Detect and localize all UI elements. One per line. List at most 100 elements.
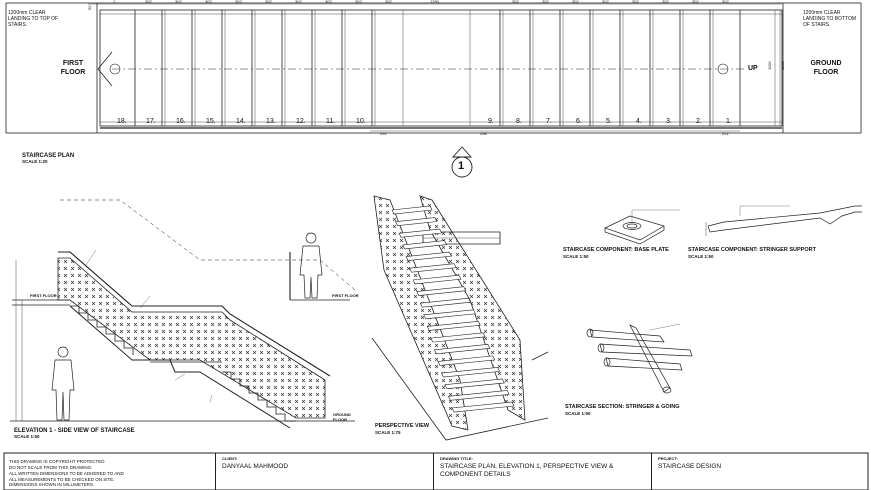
perspective-tread: [433, 344, 491, 355]
perspective-title: PERSPECTIVE VIEW: [375, 423, 430, 429]
stringer-section-linework: [586, 323, 693, 394]
perspective-tread: [448, 390, 510, 401]
top-dim-left-1: 1: [113, 0, 116, 4]
base-plate-linework: [604, 209, 680, 245]
step-number: 11.: [326, 118, 336, 125]
drawing-title-label: DRAWING TITLE:: [440, 456, 473, 461]
drawing-title: STAIRCASE PLAN, ELEVATION 1, PERSPECTIVE…: [440, 463, 614, 478]
client-label: CLIENT:: [222, 456, 238, 461]
title-block-drawing-title-cell: DRAWING TITLE: STAIRCASE PLAN, ELEVATION…: [434, 453, 652, 490]
top-dim-right-0: 302: [512, 0, 519, 4]
bottom-dim-3: 221: [722, 131, 729, 136]
step-number: 17.: [146, 118, 156, 125]
step-number: 10.: [356, 118, 366, 125]
top-dim-right-2: 302: [572, 0, 579, 4]
top-dim-left-6: 302: [265, 0, 272, 4]
perspective-tread: [451, 401, 515, 413]
stringer-support-linework: [705, 205, 862, 236]
plan-scale: SCALE 1:20: [22, 159, 48, 164]
section-marker-number: 1: [458, 160, 465, 172]
landing-top-note: 1200mm CLEAR LANDING TO TOP OF STAIRS.: [8, 10, 59, 28]
elevation-scale: SCALE 1:50: [14, 434, 40, 439]
perspective-tread: [409, 263, 457, 273]
elev-ground-floor-tag: GROUND FLOOR: [333, 412, 351, 422]
plan-title: STAIRCASE PLAN: [22, 153, 75, 159]
perspective-tread: [426, 320, 481, 331]
bottom-dim-1: 292: [380, 131, 387, 136]
staircase-plan-linework: [5, 2, 862, 134]
elevation-title: ELEVATION 1 - SIDE VIEW OF STAIRCASE: [14, 428, 135, 434]
top-dim-centre: 1250: [430, 0, 439, 4]
step-number: 5.: [606, 118, 612, 125]
ground-floor-label: GROUND FLOOR: [810, 60, 842, 76]
perspective-tread: [444, 378, 505, 390]
elevation-linework: [10, 199, 356, 429]
scale-figure-elevation-left: [51, 346, 75, 421]
perspective-tread: [395, 217, 438, 226]
up-label: UP: [748, 65, 758, 72]
perspective-tread: [440, 367, 500, 378]
step-number: 12.: [296, 118, 306, 125]
top-dim-left-8: 302: [325, 0, 332, 4]
copyright-notice: THIS DRAWING IS COPYRIGHT PROTECTED DO N…: [9, 459, 124, 488]
stringer-support-title: STAIRCASE COMPONENT: STRINGER SUPPORT: [688, 247, 816, 253]
stringer-section-title: STAIRCASE SECTION: STRINGER & GOING: [565, 404, 680, 410]
perspective-tread: [391, 205, 433, 215]
perspective-tread: [398, 228, 443, 238]
section-marker-graphic: [451, 146, 473, 178]
client-name: DANYAAL MAHMOOD: [222, 463, 289, 470]
step-number: 16.: [176, 118, 186, 125]
base-plate-scale: SCALE 1:50: [563, 254, 589, 259]
step-number: 2.: [696, 118, 702, 125]
project-label: PROJECT:: [658, 456, 678, 461]
elev-first-floor-tag-right: FIRST FLOOR: [332, 293, 359, 298]
top-dim-right-6: 302: [692, 0, 699, 4]
width-dim-1200: 1200: [780, 61, 785, 70]
step-number: 14.: [236, 118, 246, 125]
top-dim-right-7: 302: [722, 0, 729, 4]
step-number: 15.: [206, 118, 216, 125]
top-dim-right-4: 302: [632, 0, 639, 4]
stringer-section-scale: SCALE 1:50: [565, 411, 591, 416]
top-dim-left-7: 302: [295, 0, 302, 4]
top-dim-left-0: 50: [87, 5, 92, 10]
step-number: 7.: [546, 118, 552, 125]
top-dim-left-2: 302: [145, 0, 152, 4]
title-block-project-cell: PROJECT: STAIRCASE DESIGN: [652, 453, 868, 490]
top-dim-right-5: 302: [662, 0, 669, 4]
perspective-tread: [423, 309, 476, 320]
title-block-client-cell: CLIENT: DANYAAL MAHMOOD: [216, 453, 434, 490]
top-dim-left-3: 302: [175, 0, 182, 4]
top-dim-right-1: 302: [542, 0, 549, 4]
project-name: STAIRCASE DESIGN: [658, 463, 722, 470]
landing-bottom-note: 1200mm CLEAR LANDING TO BOTTOM OF STAIRS…: [803, 10, 857, 28]
top-dim-left-9: 302: [355, 0, 362, 4]
scale-figure-elevation-right: [289, 232, 323, 300]
base-plate-title: STAIRCASE COMPONENT: BASE PLATE: [563, 247, 669, 253]
title-block-frame: [3, 452, 869, 490]
step-number: 3.: [666, 118, 672, 125]
width-dim-1100: 1100: [767, 61, 772, 70]
top-dim-right-3: 302: [602, 0, 609, 4]
perspective-tread: [412, 274, 462, 285]
perspective-tread: [430, 332, 486, 343]
perspective-scale: SCALE 1:75: [375, 430, 401, 435]
step-number: 1.: [726, 118, 732, 125]
title-block-copyright-cell: THIS DRAWING IS COPYRIGHT PROTECTED DO N…: [4, 453, 216, 490]
stringer-support-scale: SCALE 1:50: [688, 254, 714, 259]
top-dim-left-10: 302: [385, 0, 392, 4]
step-number: 9.: [488, 118, 494, 125]
first-floor-label: FIRST FLOOR: [60, 60, 86, 76]
top-dim-left-4: 302: [205, 0, 212, 4]
perspective-tread: [437, 355, 496, 366]
step-number: 13.: [266, 118, 276, 125]
perspective-tread: [416, 286, 467, 296]
perspective-tread: [419, 297, 472, 308]
step-number: 18.: [117, 118, 127, 125]
top-dim-left-5: 302: [235, 0, 242, 4]
elev-first-floor-tag: FIRST FLOOR: [30, 293, 57, 298]
step-number: 6.: [576, 118, 582, 125]
step-number: 4.: [636, 118, 642, 125]
